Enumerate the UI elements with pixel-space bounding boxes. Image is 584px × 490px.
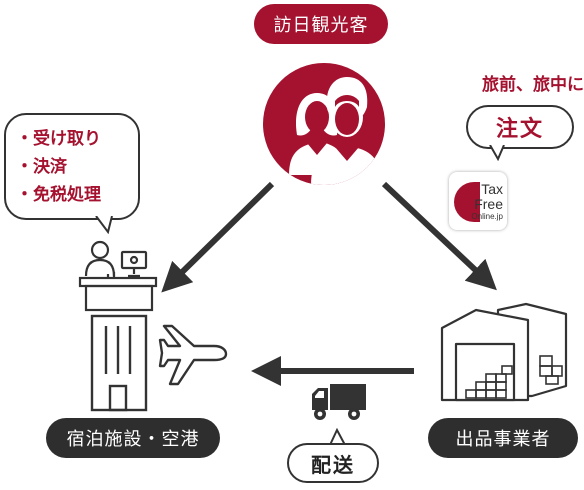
delivery-bubble-tail	[329, 428, 346, 446]
arrow-visitors-to-lodging	[161, 181, 275, 293]
visitors-label: 訪日観光客	[254, 4, 388, 44]
order-bubble-tail	[489, 145, 505, 161]
seller-label: 出品事業者	[428, 418, 578, 458]
order-bubble: 注文	[466, 105, 574, 149]
taxfree-online-logo: Tax Free Online.jp	[449, 172, 507, 230]
delivery-truck-icon	[312, 384, 366, 420]
airplane-icon	[158, 324, 228, 386]
warehouse-icon	[440, 302, 568, 402]
task-item-receive: ・受け取り	[16, 129, 101, 149]
task-item-payment: ・決済	[16, 157, 67, 177]
visitors-avatar	[263, 63, 385, 185]
logo-line2: Free	[474, 196, 503, 212]
arrow-visitors-to-seller	[381, 181, 497, 291]
task-item-taxfree: ・免税処理	[16, 185, 101, 205]
logo-line1: Tax	[481, 181, 503, 197]
order-caption: 旅前、旅中に	[482, 75, 584, 95]
task-bubble-tail	[95, 216, 113, 234]
reception-desk-icon	[78, 240, 158, 312]
building-icon	[90, 314, 148, 412]
couple-avatar-icon	[289, 77, 381, 185]
task-bubble: ・受け取り ・決済 ・免税処理	[4, 113, 140, 220]
order-label: 注文	[495, 117, 544, 142]
logo-line3: Online.jp	[471, 212, 503, 221]
delivery-label: 配送	[311, 452, 355, 477]
lodging-airport-label: 宿泊施設・空港	[46, 418, 220, 458]
delivery-bubble: 配送	[287, 443, 379, 483]
